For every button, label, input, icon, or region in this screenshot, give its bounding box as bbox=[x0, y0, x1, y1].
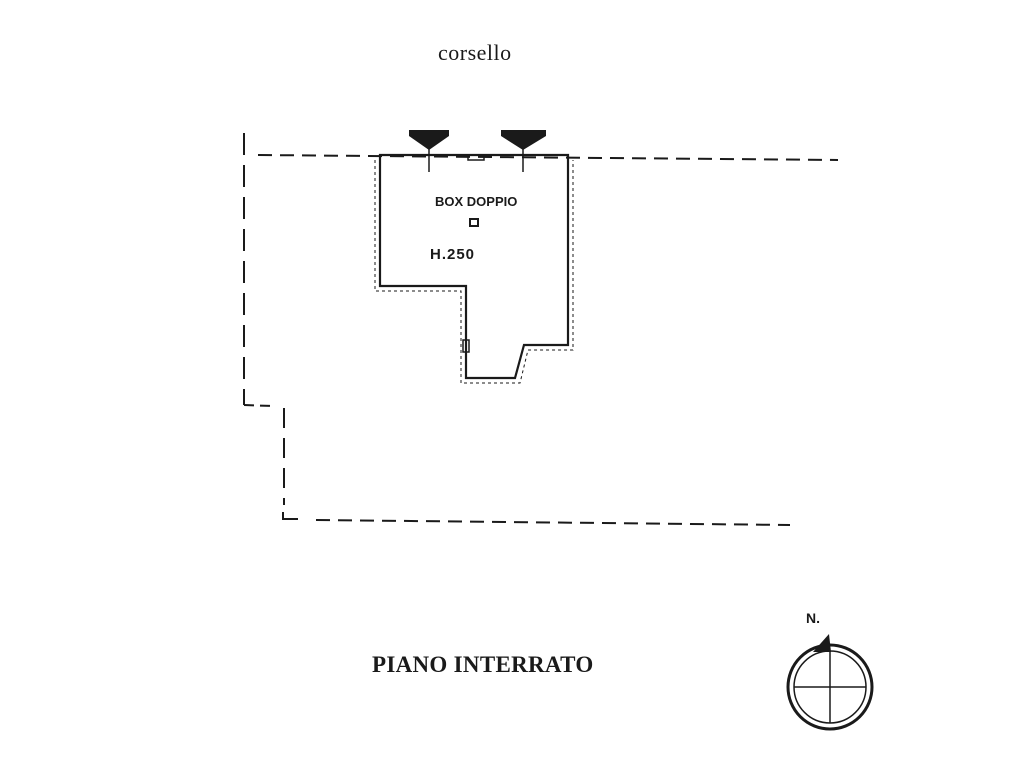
ceiling-height-label: H.250 bbox=[430, 246, 476, 263]
floor-name-label: PIANO INTERRATO bbox=[372, 652, 594, 677]
property-boundary bbox=[243, 133, 839, 526]
unit-name-label: BOX DOPPIO bbox=[435, 194, 518, 209]
entrance-arrow-right bbox=[501, 130, 546, 172]
north-label: N. bbox=[806, 610, 820, 626]
entrance-arrow-left bbox=[409, 130, 449, 172]
compass-icon bbox=[786, 634, 874, 731]
small-square-icon bbox=[469, 218, 479, 227]
garage-walls bbox=[374, 153, 574, 384]
corridor-label: corsello bbox=[438, 40, 512, 65]
